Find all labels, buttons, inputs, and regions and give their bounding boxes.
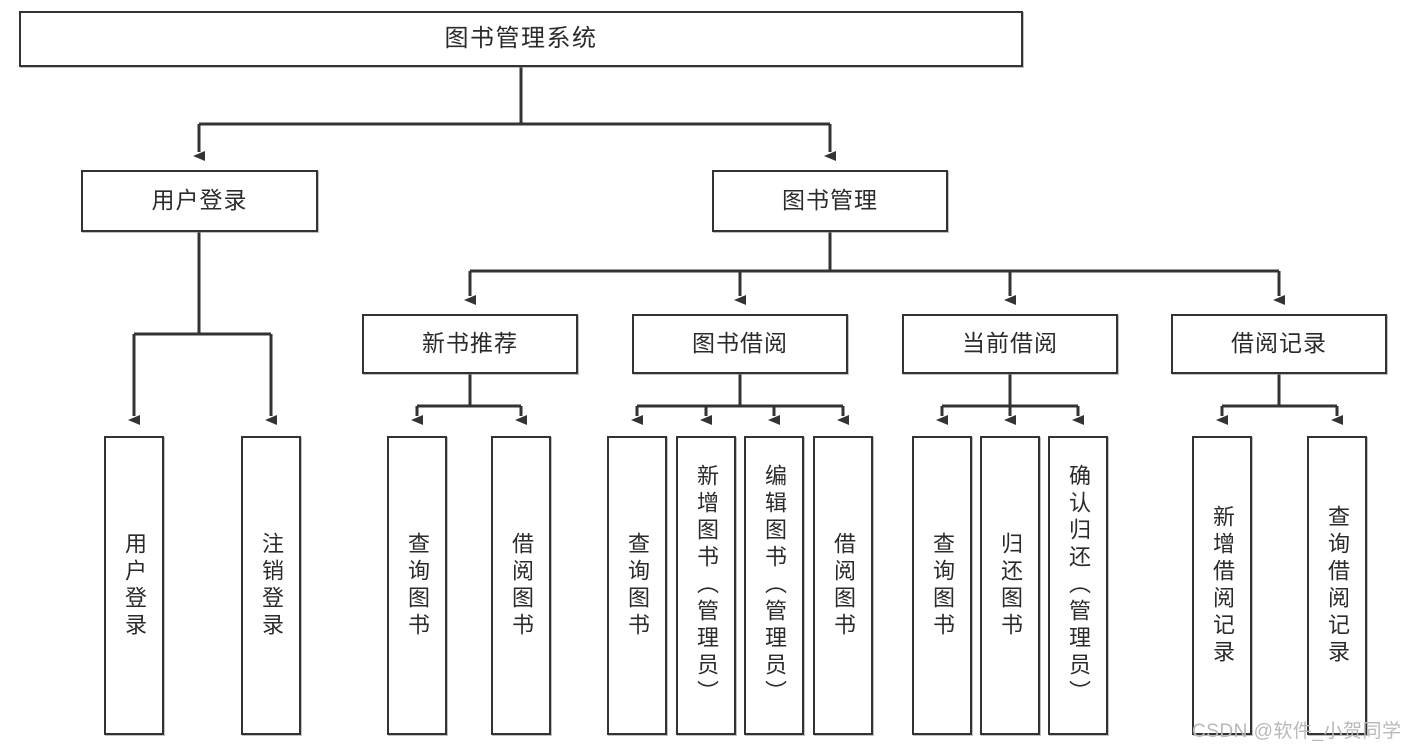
node-user-login[interactable]: 用户登录: [81, 170, 318, 232]
node-label: 图书管理: [782, 187, 878, 214]
node-current-borrow[interactable]: 当前借阅: [902, 314, 1118, 374]
leaf-book-borrow-borrow[interactable]: 借阅图书: [813, 436, 873, 735]
leaf-current-borrow-query[interactable]: 查询图书: [912, 436, 972, 735]
node-book-management[interactable]: 图书管理: [712, 170, 948, 232]
node-label: 编辑图书（管理员）: [762, 464, 787, 707]
node-label: 用户登录: [122, 531, 147, 640]
edges-newbook-to-leaves: [411, 374, 527, 425]
node-label: 新增借阅记录: [1210, 504, 1235, 667]
node-label: 借阅图书: [509, 531, 534, 640]
leaf-new-book-borrow[interactable]: 借阅图书: [491, 436, 551, 735]
node-label: 查询借阅记录: [1325, 504, 1350, 667]
edges-root-to-level2: [193, 67, 836, 161]
node-label: 借阅图书: [831, 531, 856, 640]
node-label: 查询图书: [930, 531, 955, 640]
node-label: 用户登录: [151, 187, 248, 214]
leaf-book-borrow-query[interactable]: 查询图书: [607, 436, 667, 735]
edges-currentborrow-to-leaves: [936, 374, 1084, 425]
node-book-management-system[interactable]: 图书管理系统: [19, 11, 1023, 67]
leaf-current-borrow-return[interactable]: 归还图书: [980, 436, 1040, 735]
edges-booklmgmt-to-level3: [464, 232, 1285, 305]
node-label: 图书借阅: [692, 330, 788, 357]
leaf-book-borrow-edit[interactable]: 编辑图书（管理员）: [744, 436, 804, 735]
edges-bookborrow-to-leaves: [631, 374, 849, 425]
node-book-borrow[interactable]: 图书借阅: [632, 314, 848, 374]
leaf-user-login-login[interactable]: 用户登录: [104, 436, 164, 735]
node-label: 新书推荐: [422, 330, 518, 357]
leaf-new-book-query[interactable]: 查询图书: [387, 436, 447, 735]
node-label: 查询图书: [405, 531, 430, 640]
node-label: 查询图书: [625, 531, 650, 640]
leaf-current-borrow-confirm-return[interactable]: 确认归还（管理员）: [1048, 436, 1108, 735]
node-label: 当前借阅: [962, 330, 1058, 357]
node-label: 注销登录: [259, 531, 284, 640]
leaf-borrow-record-query[interactable]: 查询借阅记录: [1307, 436, 1367, 735]
node-new-book-recommend[interactable]: 新书推荐: [362, 314, 578, 374]
node-borrow-record[interactable]: 借阅记录: [1171, 314, 1387, 374]
leaf-borrow-record-add[interactable]: 新增借阅记录: [1192, 436, 1252, 735]
node-label: 图书管理系统: [444, 24, 598, 52]
edges-userlogin-to-leaves: [128, 232, 277, 425]
csdn-watermark: CSDN @软件_小贺同学: [1192, 721, 1402, 742]
node-label: 归还图书: [998, 531, 1023, 640]
leaf-book-borrow-add[interactable]: 新增图书（管理员）: [676, 436, 736, 735]
node-label: 确认归还（管理员）: [1066, 464, 1091, 707]
leaf-user-login-logout[interactable]: 注销登录: [241, 436, 301, 735]
node-label: 新增图书（管理员）: [694, 464, 719, 707]
node-label: 借阅记录: [1231, 330, 1327, 357]
edges-borrowrecord-to-leaves: [1216, 374, 1343, 425]
